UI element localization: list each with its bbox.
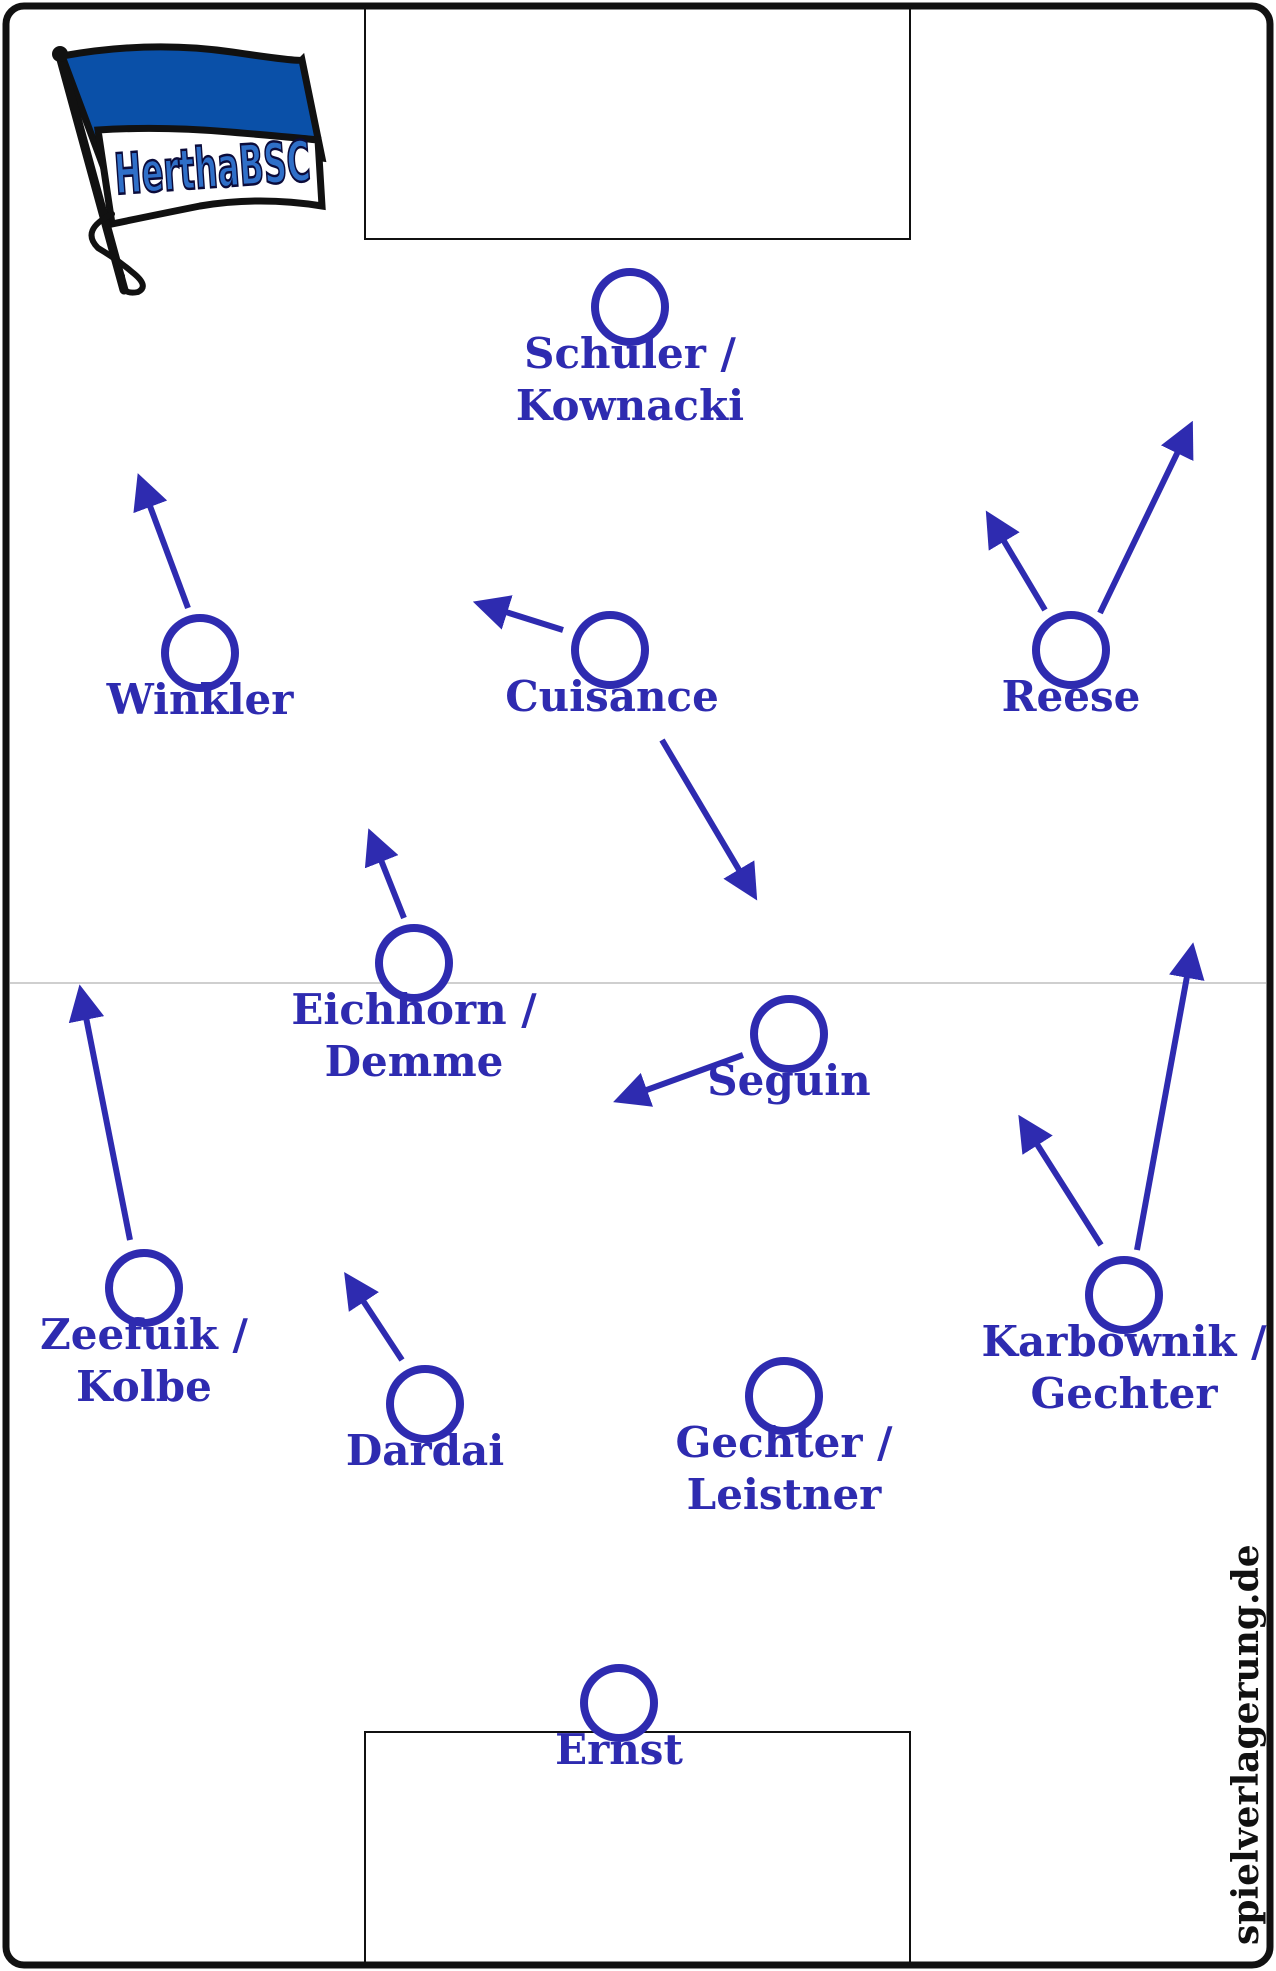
movement-arrow: [1097, 420, 1194, 615]
player-name: Seguin: [707, 1056, 870, 1105]
player-name-line: Kownacki: [516, 381, 744, 430]
player-name-line: Demme: [325, 1037, 504, 1086]
player-circle: [1032, 611, 1110, 689]
player-name-line: Dardai: [346, 1426, 504, 1475]
player-name-line: Seguin: [707, 1056, 870, 1105]
player-marker: Zeefuik /Kolbe: [40, 1249, 249, 1411]
player-marker: Dardai: [346, 1365, 504, 1475]
player-name: Cuisance: [505, 672, 719, 721]
player-circle: [745, 1357, 823, 1435]
player-marker: Reese: [1002, 611, 1141, 721]
player-name-line: Kolbe: [76, 1362, 212, 1411]
player-name: Dardai: [346, 1426, 504, 1475]
player-name: Ernst: [555, 1725, 683, 1774]
player-name-line: Reese: [1002, 672, 1141, 721]
movement-arrow: [985, 510, 1048, 612]
player-name-line: Schuler /: [524, 329, 736, 378]
player-name-line: Zeefuik /: [40, 1310, 248, 1359]
player-circle: [1085, 1256, 1163, 1334]
player-name-line: Gechter /: [676, 1418, 894, 1467]
player-circle: [386, 1365, 464, 1443]
player-circle: [580, 1664, 658, 1742]
watermark: spielverlagerung.de: [1225, 1544, 1267, 1945]
movement-arrow: [1134, 942, 1205, 1251]
player-name: Karbownik /Gechter: [982, 1317, 1268, 1418]
player-circle: [750, 995, 828, 1073]
player-name: Schuler /Kownacki: [516, 329, 744, 430]
movement-arrow: [1018, 1114, 1104, 1247]
club-name: HerthaBSC: [112, 129, 312, 208]
player-marker: Schuler /Kownacki: [516, 268, 744, 430]
player-circle: [591, 268, 669, 346]
player-name-line: Eichhorn /: [291, 985, 537, 1034]
player-name: Winkler: [106, 675, 295, 724]
movement-arrow: [68, 984, 133, 1241]
player-name-line: Winkler: [106, 675, 295, 724]
movement-arrow: [133, 473, 191, 610]
player-name-line: Gechter: [1031, 1369, 1219, 1418]
movement-arrow: [659, 738, 758, 901]
player-name: Reese: [1002, 672, 1141, 721]
player-circle: [375, 924, 453, 1002]
player-name-line: Karbownik /: [982, 1317, 1268, 1366]
player-marker: Winkler: [106, 614, 295, 724]
movement-arrow: [364, 828, 407, 920]
player-name: Eichhorn /Demme: [291, 985, 537, 1086]
player-circle: [571, 611, 649, 689]
player-circle: [105, 1249, 183, 1327]
player-name-line: Leistner: [687, 1470, 883, 1519]
player-circle: [161, 614, 239, 692]
player-marker: Eichhorn /Demme: [291, 924, 537, 1086]
player-marker: Cuisance: [505, 611, 719, 721]
player-name-line: Ernst: [555, 1725, 683, 1774]
movement-arrow: [613, 1052, 745, 1107]
hertha-bsc-flag-logo: HerthaBSC: [52, 43, 327, 296]
player-name-line: Cuisance: [505, 672, 719, 721]
player-name: Gechter /Leistner: [676, 1418, 894, 1519]
player-marker: Karbownik /Gechter: [982, 1256, 1268, 1418]
movement-arrow: [472, 595, 564, 633]
movement-arrow: [344, 1271, 405, 1362]
player-marker: Gechter /Leistner: [676, 1357, 894, 1519]
player-marker: Ernst: [555, 1664, 683, 1774]
player-marker: Seguin: [707, 995, 871, 1105]
top-penalty-area: [364, 5, 911, 240]
movement-arrows: [68, 420, 1205, 1362]
player-name: Zeefuik /Kolbe: [40, 1310, 248, 1411]
